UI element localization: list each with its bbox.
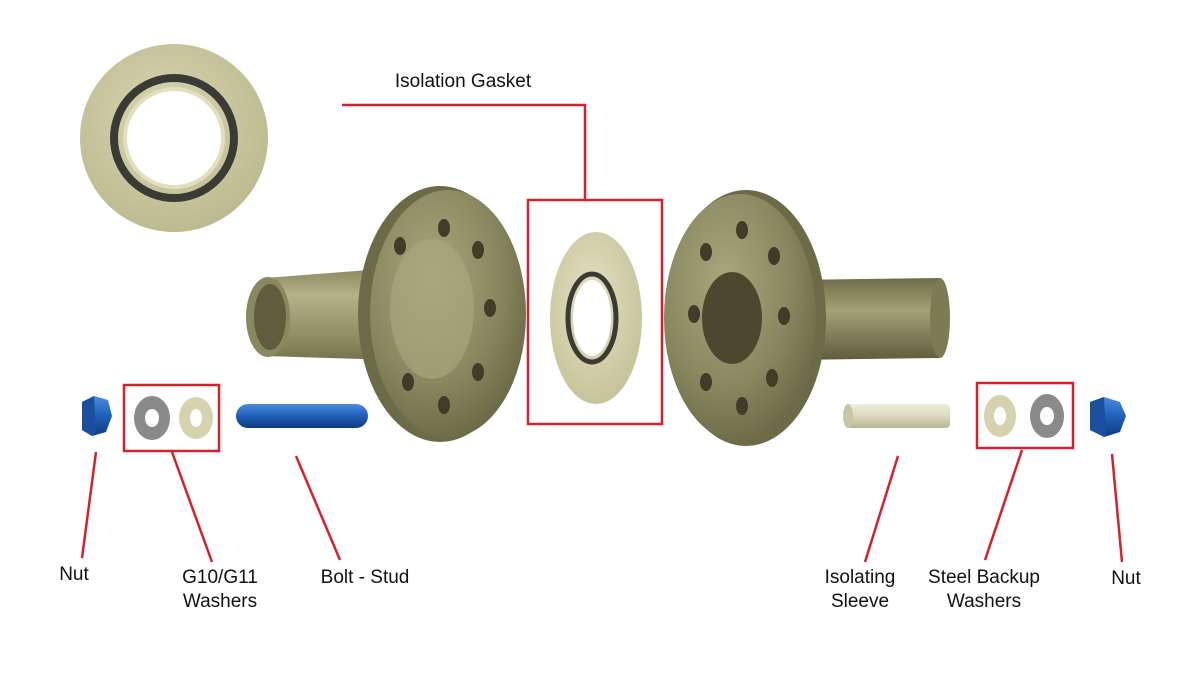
bolt-stud-leader: [294, 455, 342, 561]
g10-washers-left: [134, 396, 213, 440]
g10-washers-label: G10/G11 Washers: [182, 567, 258, 612]
isolation-gasket-closeup: [80, 44, 268, 232]
nut-right-leader: [1110, 453, 1124, 563]
steel-backup-washers-label: Steel Backup Washers: [928, 567, 1040, 612]
isolating-sleeve-label: Isolating Sleeve: [824, 567, 896, 612]
gasket-callout-box: [526, 198, 664, 426]
nut-right-label: Nut: [1111, 568, 1141, 589]
isolating-sleeve-leader: [863, 455, 900, 563]
steel-backup-washers-right: [984, 394, 1064, 438]
left-flange-pipe: [246, 186, 526, 442]
steel-washers-leader: [983, 449, 1024, 561]
nut-left-leader: [80, 451, 98, 559]
g10-washers-callout-box: [122, 383, 221, 453]
g10-washers-leader: [170, 451, 214, 563]
right-flange-pipe: [664, 190, 950, 446]
isolating-sleeve: [843, 404, 950, 428]
steel-washers-callout-box: [975, 381, 1075, 450]
bolt-stud-label: Bolt - Stud: [320, 567, 410, 588]
nut-left: [82, 396, 112, 436]
isolation-gasket-label: Isolation Gasket: [394, 71, 532, 92]
nut-right: [1090, 397, 1126, 437]
gasket-callout-line: [342, 103, 587, 200]
nut-left-label: Nut: [59, 564, 89, 585]
bolt-stud: [236, 404, 368, 428]
isolation-gasket: [550, 232, 642, 404]
